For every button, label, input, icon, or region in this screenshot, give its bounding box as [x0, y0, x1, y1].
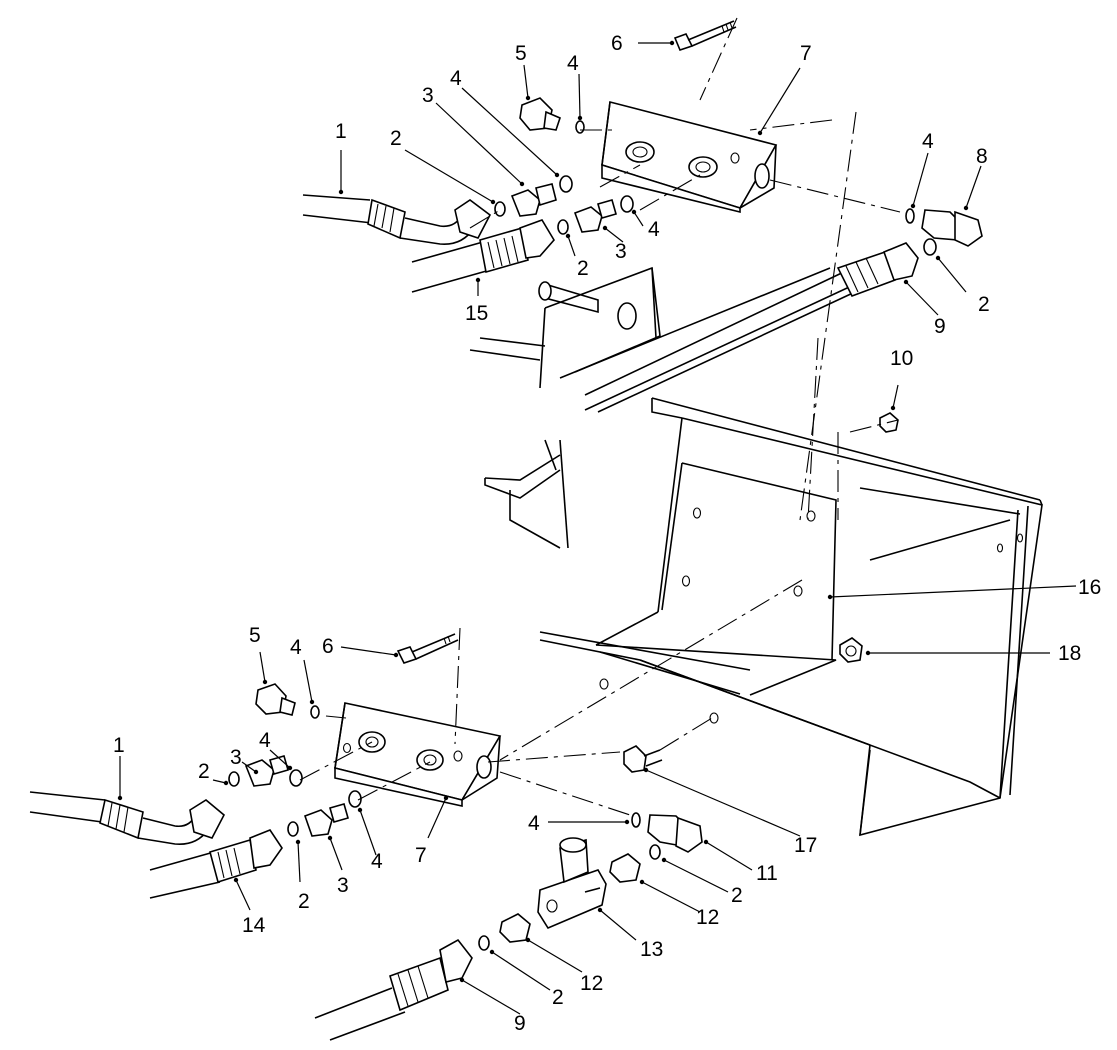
callout-4-d: 4 [648, 218, 660, 241]
callout-5-top: 5 [515, 42, 527, 65]
callout-18: 18 [1058, 642, 1081, 665]
elbow-fitting-11 [631, 812, 703, 853]
hose-1-top [302, 194, 492, 245]
callout-4-b: 4 [567, 52, 579, 75]
fittings-top-row-1 [494, 175, 573, 217]
callout-8: 8 [976, 145, 988, 168]
callout-6-bottom: 6 [322, 635, 334, 658]
callout-9-bottom: 9 [514, 1012, 526, 1035]
hose-1-bottom [29, 791, 226, 846]
callout-15: 15 [465, 302, 488, 325]
callout-2-g: 2 [552, 986, 564, 1009]
callout-labels: 1 2 3 4 5 4 6 7 4 8 2 3 4 15 2 9 10 16 5… [113, 32, 1101, 1035]
callout-9-top: 9 [934, 315, 946, 338]
callout-7-top: 7 [800, 42, 812, 65]
elbow-fitting-8 [905, 208, 983, 247]
flow-control-valve-13 [537, 837, 607, 930]
nut-18 [839, 637, 863, 663]
callout-4-c: 4 [922, 130, 934, 153]
fittings-bottom-row-2 [287, 790, 362, 837]
bolt-17 [623, 745, 663, 773]
callout-4-a: 4 [450, 67, 462, 90]
callout-2-e: 2 [298, 890, 310, 913]
fitting-12-upper [609, 844, 661, 883]
mounting-bracket-16 [595, 397, 1043, 837]
fittings-bottom-row-1 [228, 755, 303, 787]
callout-3-b: 3 [615, 240, 627, 263]
callout-5-bottom: 5 [249, 624, 261, 647]
leader-lines [117, 40, 1077, 1015]
hose-14-bottom [149, 829, 283, 899]
callout-10: 10 [890, 347, 913, 370]
callout-2-a: 2 [390, 127, 402, 150]
callout-16: 16 [1078, 576, 1101, 599]
plug-5-bottom [255, 683, 320, 719]
frame-rails [469, 266, 861, 695]
callout-6-top: 6 [611, 32, 623, 55]
callout-3-d: 3 [337, 874, 349, 897]
hose-9-top [584, 238, 937, 413]
callout-4-e: 4 [290, 636, 302, 659]
callout-4-g: 4 [371, 850, 383, 873]
callout-17: 17 [794, 834, 817, 857]
callout-2-f: 2 [731, 884, 743, 907]
callout-2-d: 2 [198, 760, 210, 783]
valve-block-7-bottom [334, 702, 502, 807]
callout-1-top: 1 [335, 120, 347, 143]
callout-2-c: 2 [577, 257, 589, 280]
callout-3-c: 3 [230, 746, 242, 769]
hose-15-top [411, 219, 555, 293]
callout-14: 14 [242, 914, 266, 937]
fitting-12-lower [478, 913, 531, 951]
hose-9-bottom [314, 938, 473, 1041]
callout-11: 11 [756, 862, 778, 885]
callout-2-b: 2 [978, 293, 990, 316]
bolt-6-top [673, 20, 737, 51]
callout-12-b: 12 [580, 972, 603, 995]
plug-5-top [519, 97, 585, 134]
callout-3-a: 3 [422, 84, 434, 107]
callout-1-bottom: 1 [113, 734, 125, 757]
callout-4-h: 4 [528, 812, 540, 835]
callout-13: 13 [640, 938, 663, 961]
center-lines [299, 17, 901, 816]
callout-4-f: 4 [259, 729, 271, 752]
fittings-top-row-2 [557, 195, 634, 235]
bolt-6-bottom [396, 633, 459, 664]
valve-block-7-top [601, 100, 778, 214]
callout-12-a: 12 [696, 906, 719, 929]
callout-7-bottom: 7 [415, 844, 427, 867]
